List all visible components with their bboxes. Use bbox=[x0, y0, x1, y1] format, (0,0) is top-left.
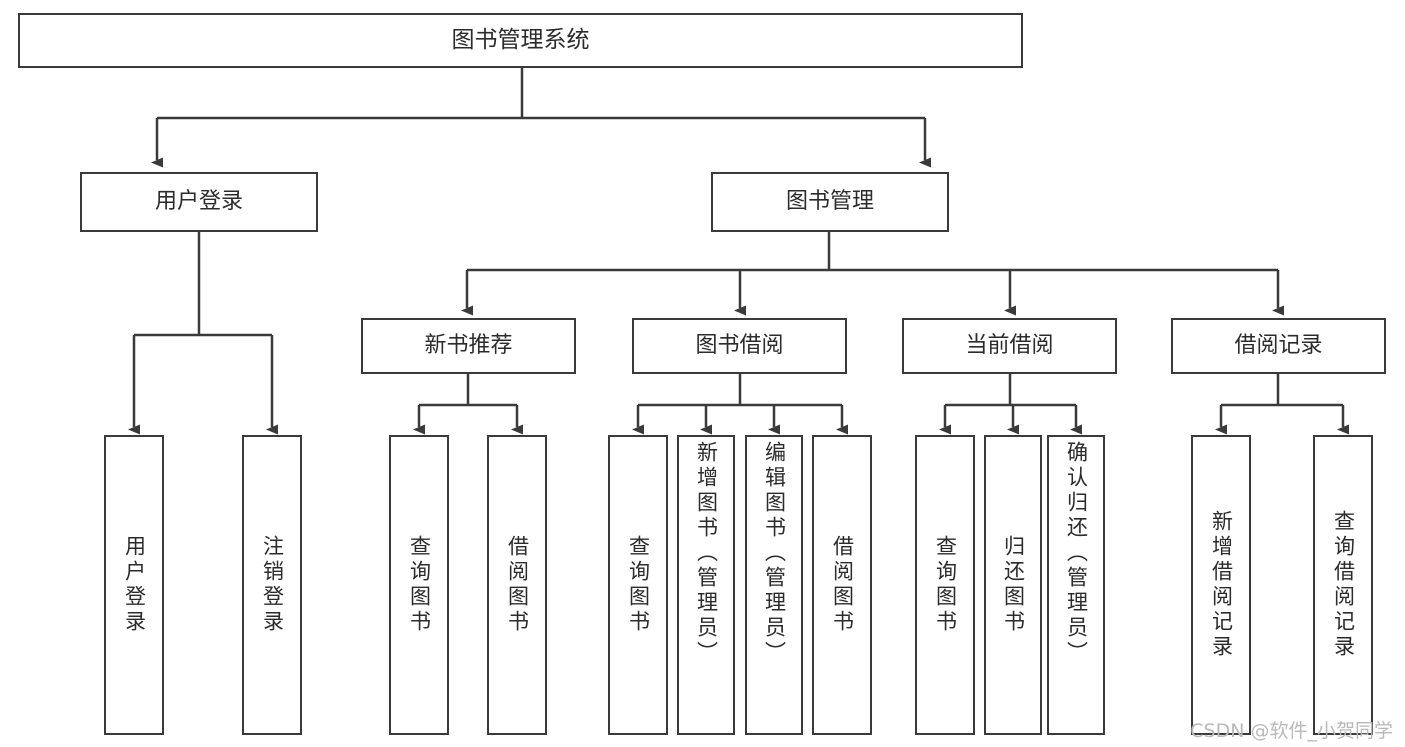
node-leaf-logout[interactable]: 注销登录 bbox=[242, 435, 302, 735]
node-book-borrow[interactable]: 图书借阅 bbox=[632, 318, 847, 374]
node-label: 借阅图书 bbox=[505, 535, 530, 635]
node-leaf-confirm-return-admin[interactable]: 确认归还（管理员） bbox=[1047, 435, 1105, 735]
node-label: 新增图书（管理员） bbox=[694, 441, 719, 666]
node-leaf-add-borrow-record[interactable]: 新增借阅记录 bbox=[1191, 435, 1251, 735]
node-label: 新书推荐 bbox=[424, 333, 513, 359]
node-label: 图书管理系统 bbox=[451, 26, 590, 53]
node-book-management[interactable]: 图书管理 bbox=[711, 172, 949, 232]
node-leaf-user-login[interactable]: 用户登录 bbox=[104, 435, 164, 735]
node-root-book-management-system[interactable]: 图书管理系统 bbox=[18, 13, 1023, 68]
node-label: 用户登录 bbox=[154, 189, 243, 215]
node-label: 当前借阅 bbox=[965, 333, 1054, 359]
node-leaf-return-book[interactable]: 归还图书 bbox=[984, 435, 1042, 735]
node-label: 图书管理 bbox=[785, 189, 874, 215]
node-label: 查询图书 bbox=[626, 535, 651, 635]
node-leaf-query-book-borrow[interactable]: 查询图书 bbox=[608, 435, 668, 735]
node-label: 借阅记录 bbox=[1234, 333, 1323, 359]
node-user-login[interactable]: 用户登录 bbox=[80, 172, 318, 232]
node-leaf-edit-book-admin[interactable]: 编辑图书（管理员） bbox=[745, 435, 803, 735]
node-leaf-query-book-current[interactable]: 查询图书 bbox=[915, 435, 975, 735]
node-leaf-add-book-admin[interactable]: 新增图书（管理员） bbox=[677, 435, 735, 735]
node-current-borrow[interactable]: 当前借阅 bbox=[902, 318, 1117, 374]
node-leaf-query-borrow-record[interactable]: 查询借阅记录 bbox=[1313, 435, 1373, 735]
node-borrow-record[interactable]: 借阅记录 bbox=[1171, 318, 1386, 374]
node-label: 用户登录 bbox=[122, 535, 147, 635]
node-label: 图书借阅 bbox=[695, 333, 784, 359]
node-label: 查询图书 bbox=[407, 535, 432, 635]
node-label: 查询借阅记录 bbox=[1331, 510, 1356, 660]
node-label: 确认归还（管理员） bbox=[1064, 441, 1089, 666]
node-label: 借阅图书 bbox=[830, 535, 855, 635]
node-leaf-query-book-recommend[interactable]: 查询图书 bbox=[389, 435, 449, 735]
node-label: 编辑图书（管理员） bbox=[762, 441, 787, 666]
node-label: 归还图书 bbox=[1001, 535, 1026, 635]
node-label: 注销登录 bbox=[260, 535, 285, 635]
node-new-book-recommend[interactable]: 新书推荐 bbox=[361, 318, 576, 374]
node-leaf-borrow-book[interactable]: 借阅图书 bbox=[812, 435, 872, 735]
node-leaf-borrow-book-recommend[interactable]: 借阅图书 bbox=[487, 435, 547, 735]
node-label: 新增借阅记录 bbox=[1209, 510, 1234, 660]
node-label: 查询图书 bbox=[933, 535, 958, 635]
